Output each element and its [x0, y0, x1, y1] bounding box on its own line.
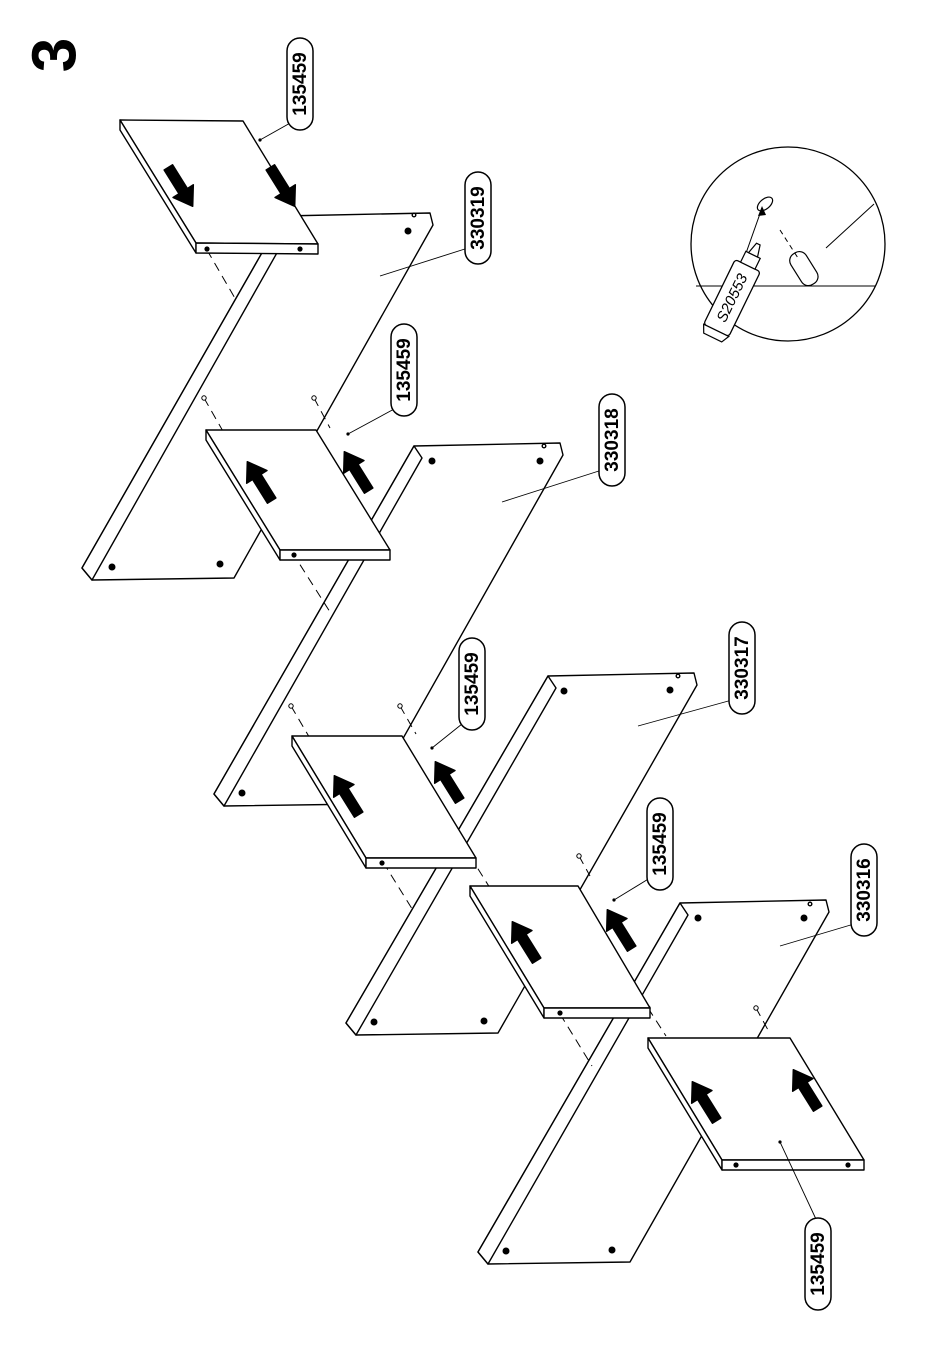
label-135459-c: 135459 [459, 638, 485, 730]
label-330317: 330317 [729, 622, 755, 714]
svg-text:135459: 135459 [808, 1232, 829, 1295]
svg-text:135459: 135459 [462, 652, 483, 715]
svg-text:135459: 135459 [394, 338, 415, 401]
svg-text:135459: 135459 [650, 812, 671, 875]
label-135459-e: 135459 [805, 1218, 831, 1310]
label-135459-a: 135459 [287, 38, 313, 130]
step-number: 3 [21, 38, 90, 72]
label-330319: 330319 [465, 172, 491, 264]
shelf-a [120, 120, 318, 254]
label-135459-b: 135459 [391, 324, 417, 416]
glue-detail: S20553 [691, 147, 885, 344]
label-330318: 330318 [599, 394, 625, 486]
label-330316: 330316 [851, 844, 877, 936]
svg-text:330319: 330319 [468, 186, 489, 249]
svg-text:3: 3 [21, 38, 90, 72]
svg-text:330317: 330317 [732, 636, 753, 699]
label-135459-d: 135459 [647, 798, 673, 890]
svg-text:330318: 330318 [602, 408, 623, 471]
svg-text:135459: 135459 [290, 52, 311, 115]
svg-text:330316: 330316 [854, 858, 875, 921]
